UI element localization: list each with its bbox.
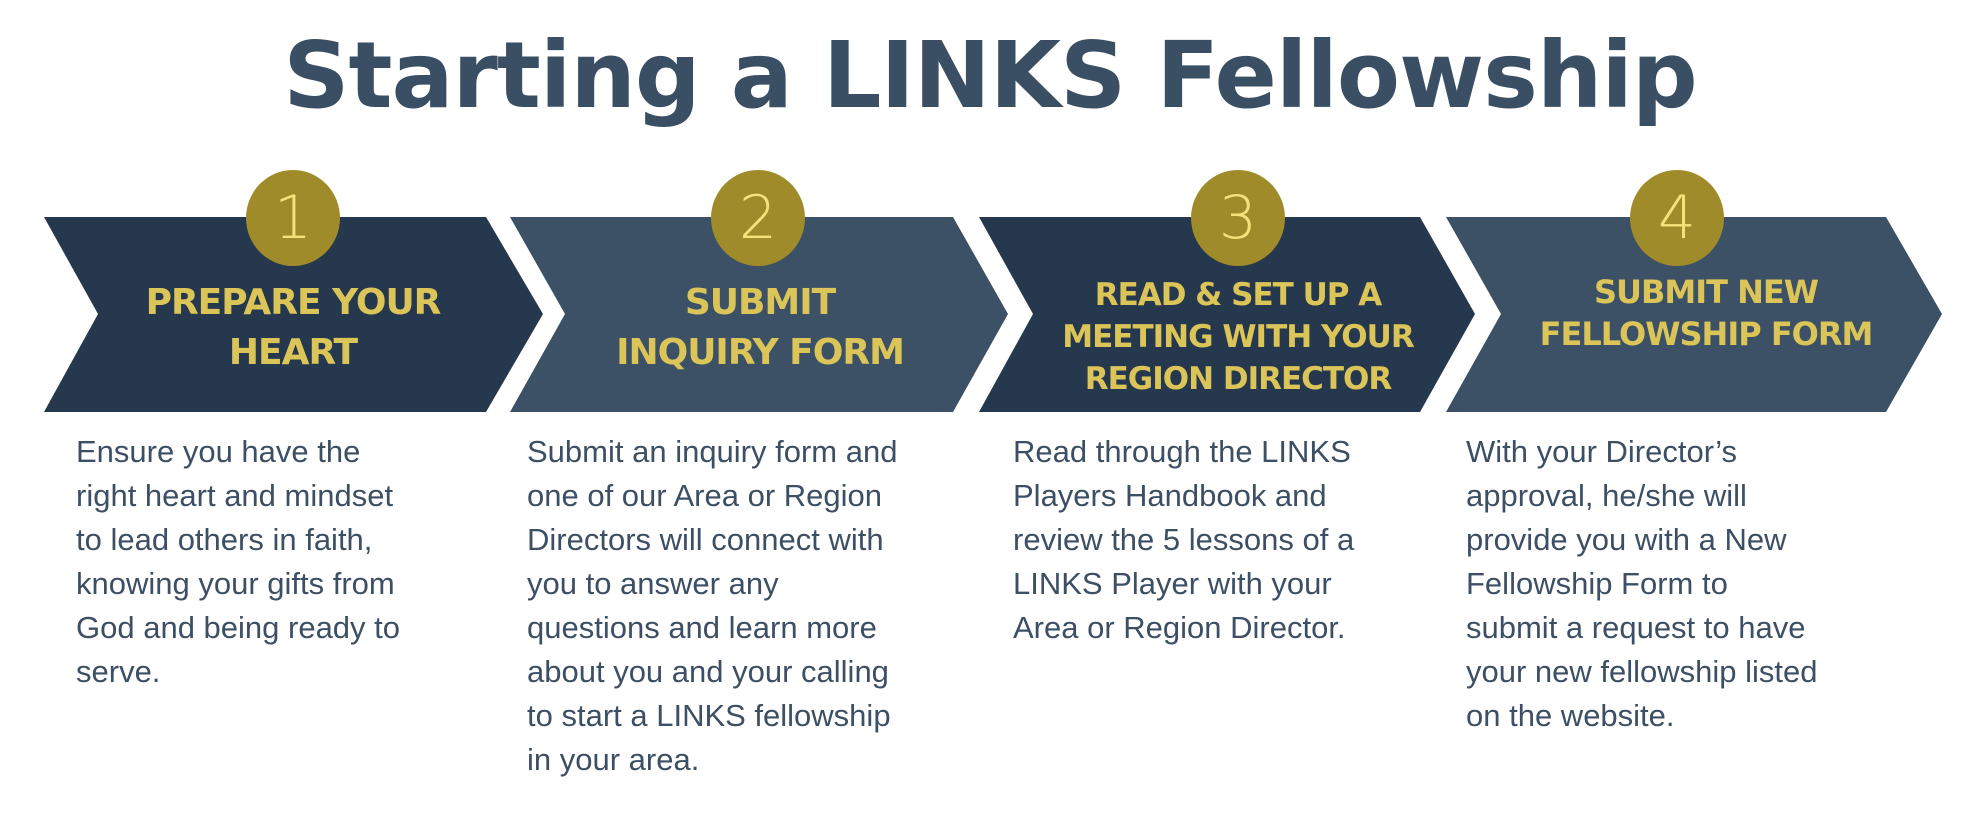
step-1-description: Ensure you have the right heart and mind… xyxy=(76,430,400,694)
step-3-description: Read through the LINKS Players Handbook … xyxy=(1013,430,1354,650)
heading-line: MEETING WITH YOUR xyxy=(1062,319,1414,355)
text-line: Area or Region Director. xyxy=(1013,610,1346,645)
step-3-arrow xyxy=(979,217,1475,412)
page-title: Starting a LINKS Fellowship xyxy=(283,22,1698,129)
text-line: provide you with a New xyxy=(1466,522,1787,557)
text-line: questions and learn more xyxy=(527,610,877,645)
text-line: right heart and mindset xyxy=(76,478,394,513)
text-line: you to answer any xyxy=(527,566,779,601)
heading-line: READ & SET UP A xyxy=(1094,277,1383,313)
text-line: review the 5 lessons of a xyxy=(1013,522,1355,557)
step-2-number: 2 xyxy=(711,170,805,266)
text-line: Submit an inquiry form and xyxy=(527,434,898,469)
text-line: Directors will connect with xyxy=(527,522,884,557)
text-line: submit a request to have xyxy=(1466,610,1806,645)
text-line: With your Director’s xyxy=(1466,434,1738,469)
step-4-arrow xyxy=(1446,217,1942,412)
heading-line: FELLOWSHIP FORM xyxy=(1539,315,1874,353)
text-line: to start a LINKS fellowship xyxy=(527,698,891,733)
step-4-heading: SUBMIT NEW FELLOWSHIP FORM xyxy=(1501,271,1911,355)
text-line: Fellowship Form to xyxy=(1466,566,1728,601)
text-line: in your area. xyxy=(527,742,700,777)
step-2-arrow xyxy=(510,217,1008,412)
heading-line: SUBMIT xyxy=(684,282,836,323)
text-line: LINKS Player with your xyxy=(1013,566,1332,601)
text-line: on the website. xyxy=(1466,698,1675,733)
step-2-heading: SUBMIT INQUIRY FORM xyxy=(565,278,955,378)
step-3-number: 3 xyxy=(1191,170,1285,266)
text-line: about you and your calling xyxy=(527,654,889,689)
text-line: Ensure you have the xyxy=(76,434,361,469)
heading-line: SUBMIT NEW xyxy=(1593,273,1819,311)
heading-line: REGION DIRECTOR xyxy=(1084,361,1393,397)
text-line: your new fellowship listed xyxy=(1466,654,1818,689)
text-line: knowing your gifts from xyxy=(76,566,395,601)
step-4-number: 4 xyxy=(1630,170,1724,266)
heading-line: INQUIRY FORM xyxy=(616,332,905,373)
heading-line: HEART xyxy=(228,332,358,373)
step-2-description: Submit an inquiry form and one of our Ar… xyxy=(527,430,897,782)
text-line: Players Handbook and xyxy=(1013,478,1327,513)
step-4-description: With your Director’s approval, he/she wi… xyxy=(1466,430,1818,738)
text-line: God and being ready to xyxy=(76,610,401,645)
step-1-heading: PREPARE YOUR HEART xyxy=(98,278,488,378)
text-line: approval, he/she will xyxy=(1466,478,1747,513)
text-line: to lead others in faith, xyxy=(76,522,373,557)
text-line: serve. xyxy=(76,654,161,689)
text-line: one of our Area or Region xyxy=(527,478,883,513)
step-1-number: 1 xyxy=(246,170,340,266)
heading-line: PREPARE YOUR xyxy=(145,282,442,323)
step-1-arrow xyxy=(44,217,543,412)
step-3-heading: READ & SET UP A MEETING WITH YOUR REGION… xyxy=(1033,274,1443,400)
text-line: Read through the LINKS xyxy=(1013,434,1351,469)
